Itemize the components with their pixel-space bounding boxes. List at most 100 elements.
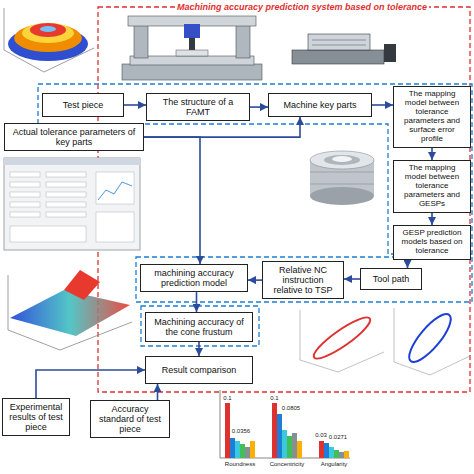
software-screenshot xyxy=(4,158,140,250)
bar-chart xyxy=(334,450,339,458)
software-screenshot xyxy=(4,158,140,165)
bar-chart xyxy=(324,443,329,458)
group-boundary xyxy=(136,257,472,302)
bar-chart xyxy=(240,444,245,458)
spindle-part-picture xyxy=(324,155,360,165)
box-text: Machining accuracy of the cone frustum xyxy=(150,317,248,337)
bar-chart xyxy=(220,390,350,458)
input-box: Accuracy standard of test piece xyxy=(90,400,170,438)
spindle-part-picture xyxy=(310,151,374,205)
bar-chart xyxy=(287,436,292,458)
flow-arrow xyxy=(431,148,433,160)
machine-tool-picture xyxy=(184,24,200,38)
error-surface-plot xyxy=(4,8,94,72)
box-text: Accuracy standard of test piece xyxy=(95,404,165,434)
software-screenshot xyxy=(96,212,134,242)
bar-chart xyxy=(272,403,277,458)
box-text: The mapping model between tolerance para… xyxy=(398,164,466,209)
process-box: Tool path xyxy=(360,268,422,290)
software-screenshot xyxy=(10,182,40,187)
process-box: The structure of a FAMT xyxy=(146,93,250,121)
software-screenshot xyxy=(10,226,86,242)
software-screenshot xyxy=(10,212,40,217)
flow-arrow xyxy=(124,104,146,106)
box-text: Actual tolerance parameters of key parts xyxy=(9,127,139,147)
error-surface-plot xyxy=(30,23,66,37)
slide-table-picture xyxy=(312,45,366,46)
accuracy-surface-plot xyxy=(8,275,9,330)
process-box: Relative NC instruction relative to TSP xyxy=(262,261,344,299)
bar-chart xyxy=(292,433,297,458)
error-surface-plot xyxy=(4,8,5,50)
bar-chart xyxy=(339,452,344,458)
slide-table-picture xyxy=(292,50,384,64)
slide-table-picture xyxy=(292,34,396,64)
slide-table-picture xyxy=(312,40,366,41)
tool-path-plot xyxy=(300,310,384,372)
system-title: Machining accuracy prediction system bas… xyxy=(175,2,429,12)
bar-value: 0.0805 xyxy=(282,405,300,412)
software-screenshot xyxy=(46,212,86,217)
box-text: machining accuracy prediction model xyxy=(145,268,243,288)
bar-chart xyxy=(319,441,324,458)
model-box: The mapping model between tolerance para… xyxy=(393,86,471,148)
tool-path-plot xyxy=(394,308,470,375)
tool-path-plot xyxy=(300,352,384,372)
slide-table-picture xyxy=(384,44,396,62)
bar-chart xyxy=(235,441,240,458)
bar-chart xyxy=(277,414,282,458)
flow-arrow xyxy=(431,213,433,225)
slide-table-picture xyxy=(308,34,370,50)
process-box: Machine key parts xyxy=(268,93,372,117)
result-box: Machining accuracy of the cone frustum xyxy=(145,312,253,342)
process-box: machining accuracy prediction model xyxy=(140,264,248,292)
flow-arrow xyxy=(372,104,393,106)
bar-chart xyxy=(329,447,334,458)
software-screenshot xyxy=(46,192,86,197)
box-text: Result comparison xyxy=(162,365,237,375)
tool-path-plot xyxy=(394,308,395,362)
bar-value: 0.03 xyxy=(315,432,327,439)
bar-value: 0.1 xyxy=(270,395,278,402)
model-box: The mapping model between tolerance para… xyxy=(393,160,471,213)
tool-path-plot xyxy=(300,310,301,360)
software-screenshot xyxy=(96,172,134,204)
error-surface-plot xyxy=(14,24,82,52)
flow-arrow xyxy=(248,279,262,281)
axis-category: Angularity xyxy=(321,461,348,468)
box-text: GESP prediction models based on toleranc… xyxy=(398,229,466,256)
bar-chart xyxy=(230,438,235,458)
comparison-box: Result comparison xyxy=(145,356,253,384)
tool-path-plot xyxy=(403,309,457,368)
tool-path-plot xyxy=(394,356,470,375)
spindle-part-picture xyxy=(310,187,374,205)
flow-arrow xyxy=(250,106,268,108)
box-text: The mapping model between tolerance para… xyxy=(398,90,466,144)
axis-category: Roundness xyxy=(225,461,255,468)
software-screenshot xyxy=(10,202,40,207)
bar-value: 0.0271 xyxy=(329,434,347,441)
flow-arrow xyxy=(407,260,409,268)
flow-arrow xyxy=(344,278,360,280)
accuracy-surface-plot xyxy=(64,270,100,300)
input-box: Actual tolerance parameters of key parts xyxy=(4,123,144,151)
system-boundary xyxy=(98,7,470,392)
bar-chart xyxy=(225,403,230,458)
accuracy-surface-plot xyxy=(10,290,130,336)
machine-tool-picture xyxy=(189,38,195,50)
spindle-part-picture xyxy=(310,151,374,169)
flow-arrow xyxy=(144,137,200,264)
box-text: The structure of a FAMT xyxy=(151,97,245,117)
flow-arrow xyxy=(198,342,200,356)
box-text: Tool path xyxy=(373,274,410,284)
model-box: GESP prediction models based on toleranc… xyxy=(393,225,471,260)
bar-value: 0.0356 xyxy=(232,428,250,435)
software-screenshot xyxy=(10,192,40,197)
machine-tool-picture xyxy=(122,64,262,80)
bar-chart xyxy=(297,441,302,458)
error-surface-plot xyxy=(40,26,56,32)
software-screenshot xyxy=(4,158,140,250)
bar-chart xyxy=(250,441,255,458)
machine-tool-picture xyxy=(122,16,262,80)
machine-tool-picture xyxy=(134,22,148,58)
